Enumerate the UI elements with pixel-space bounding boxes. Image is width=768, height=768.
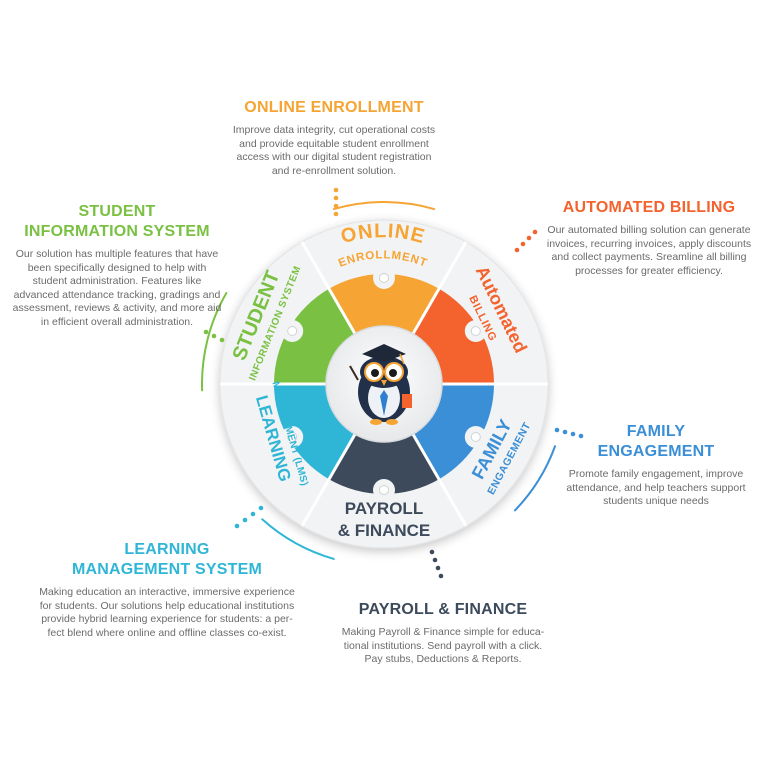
wheel-label-payroll: PAYROLL — [345, 499, 423, 518]
accent-dot — [333, 211, 339, 217]
accent-dot — [429, 549, 435, 555]
divider-line — [411, 433, 468, 527]
accent-arc-learning — [261, 518, 335, 560]
ring-segment-family — [413, 384, 494, 480]
block-learning-management-system: LEARNING MANAGEMENT SYSTEM Making educat… — [36, 540, 298, 640]
block-title-information-system: INFORMATION SYSTEM — [24, 223, 210, 240]
block-desc-student-information-system: Our solution has multiple features that … — [12, 248, 222, 328]
ring-segment-student — [274, 288, 355, 384]
accent-dot — [554, 427, 560, 433]
colored-ring — [274, 274, 494, 494]
block-desc-online-enrollment: Improve data integrity, cut operational … — [232, 124, 436, 177]
block-title-automated-billing: AUTOMATED BILLING — [562, 199, 736, 216]
accent-dot — [333, 203, 339, 209]
block-title-management-system: MANAGEMENT SYSTEM — [71, 561, 263, 578]
accent-dot — [203, 329, 209, 335]
accent-dot — [432, 557, 438, 563]
ring-segment-billing — [413, 288, 494, 384]
accent-marks — [201, 187, 584, 579]
accent-arc-enrollment — [332, 201, 436, 211]
block-desc-family-engagement: Promote family engagement, improve atten… — [566, 468, 746, 507]
accent-dot — [526, 235, 532, 241]
accent-dot — [570, 431, 576, 437]
block-desc-payroll-finance: Making Payroll & Finance simple for educ… — [341, 626, 545, 665]
divider-line — [300, 241, 357, 335]
node-inner-family — [470, 432, 481, 442]
accent-dot — [234, 523, 240, 529]
block-title-student: STUDENT — [78, 203, 156, 220]
accent-arc-student — [201, 292, 228, 392]
ring-segment-learning — [274, 384, 355, 480]
accent-dot — [435, 565, 441, 571]
segment-dividers — [220, 241, 548, 527]
accent-dot — [333, 187, 339, 193]
block-payroll-finance: PAYROLL & FINANCE Making Payroll & Finan… — [336, 600, 550, 667]
accent-dot — [211, 333, 217, 339]
block-desc-automated-billing: Our automated billing solution can gener… — [546, 224, 752, 277]
block-student-information-system: STUDENT INFORMATION SYSTEM Our solution … — [12, 202, 222, 329]
ring-segment-enrollment — [329, 274, 439, 334]
accent-dot — [333, 195, 339, 201]
block-title-learning: LEARNING — [124, 541, 210, 558]
node-inner-student — [287, 326, 298, 336]
accent-dot — [532, 229, 538, 235]
accent-dot — [514, 247, 520, 253]
accent-dot — [578, 433, 584, 439]
block-title-family: FAMILY — [626, 423, 686, 440]
block-desc-learning-management-system: Making education an interactive, immersi… — [39, 586, 295, 639]
block-automated-billing: AUTOMATED BILLING Our automated billing … — [544, 198, 754, 278]
node-inner-billing — [470, 326, 481, 336]
accent-dot — [258, 505, 264, 511]
block-title-engagement: ENGAGEMENT — [597, 443, 715, 460]
accent-dot — [219, 337, 225, 343]
accent-dot — [520, 241, 526, 247]
node-inner-enrollment — [379, 273, 389, 283]
node-inner-payroll — [379, 485, 389, 495]
accent-dot — [242, 517, 248, 523]
accent-dot — [438, 573, 444, 579]
ring-segment-payroll — [329, 434, 439, 494]
block-family-engagement: FAMILY ENGAGEMENT Promote family engagem… — [556, 422, 756, 509]
block-title-online-enrollment: ONLINE ENROLLMENT — [244, 99, 424, 116]
divider-line — [411, 241, 468, 335]
block-online-enrollment: ONLINE ENROLLMENT Improve data integrity… — [228, 98, 440, 178]
wheel-label-finance: & FINANCE — [338, 521, 431, 540]
block-title-payroll-finance: PAYROLL & FINANCE — [358, 601, 528, 618]
accent-dot — [250, 511, 256, 517]
connector-nodes — [281, 267, 487, 501]
divider-line — [300, 433, 357, 527]
node-inner-learning — [287, 432, 298, 442]
accent-dot — [562, 429, 568, 435]
owl-mascot-icon — [349, 344, 412, 425]
accent-arc-family — [513, 445, 557, 512]
